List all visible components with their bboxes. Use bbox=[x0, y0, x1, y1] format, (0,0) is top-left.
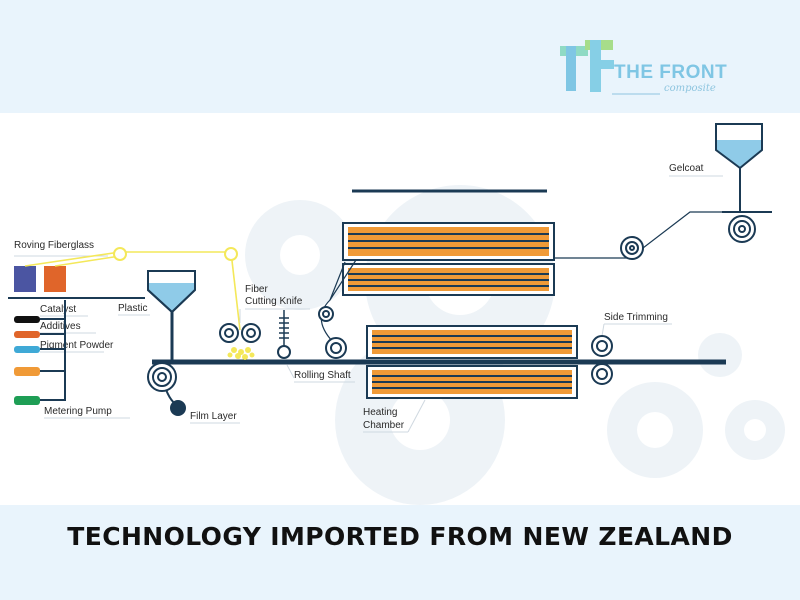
gear-icon bbox=[698, 333, 742, 377]
label-gelcoat: Gelcoat bbox=[669, 163, 704, 174]
label-pigment-powder: Pigment Powder bbox=[40, 340, 114, 351]
upper-heater bbox=[342, 222, 555, 296]
label-metering-pump: Metering Pump bbox=[44, 406, 112, 417]
guide-roller bbox=[113, 247, 127, 261]
label-plastic: Plastic bbox=[118, 303, 147, 314]
heating-chamber bbox=[366, 325, 578, 399]
catalyst-feed bbox=[14, 316, 40, 323]
cutting-knife-rollers bbox=[219, 323, 261, 343]
metering-pump bbox=[14, 396, 40, 405]
brand-logo-icon bbox=[560, 40, 660, 95]
fiber-spool-orange bbox=[44, 266, 66, 292]
brand-name: THE FRONT bbox=[614, 62, 728, 83]
label-chamber: Chamber bbox=[363, 420, 405, 431]
side-trimming-rollers bbox=[591, 335, 613, 385]
label-rolling-shaft: Rolling Shaft bbox=[294, 370, 351, 381]
guide-roller bbox=[224, 247, 238, 261]
fiber-spool-purple bbox=[14, 266, 36, 292]
label-heating: Heating bbox=[363, 407, 397, 418]
brand-sub: composite bbox=[664, 83, 716, 94]
film-layer-roll bbox=[170, 400, 186, 416]
guide-roller bbox=[318, 236, 644, 359]
footer-title: TECHNOLOGY IMPORTED FROM NEW ZEALAND bbox=[67, 522, 733, 551]
label-catalyst: Catalyst bbox=[40, 304, 76, 315]
label-side-trimming: Side Trimming bbox=[604, 312, 668, 323]
chopped-fiber bbox=[227, 347, 255, 360]
gelcoat-roller bbox=[728, 215, 756, 243]
label-fiber: Fiber bbox=[245, 284, 268, 295]
footer-band bbox=[0, 505, 800, 600]
label-additives: Additives bbox=[40, 321, 81, 332]
pigment-feed bbox=[14, 346, 40, 353]
film-roller bbox=[147, 362, 177, 392]
label-roving-fiberglass: Roving Fiberglass bbox=[14, 240, 94, 251]
header-band bbox=[0, 0, 800, 113]
label-film-layer: Film Layer bbox=[190, 411, 237, 422]
rolling-shaft bbox=[279, 310, 289, 346]
feed-orange bbox=[14, 367, 40, 376]
label-cutting-knife: Cutting Knife bbox=[245, 296, 303, 307]
additives-feed bbox=[14, 331, 40, 338]
